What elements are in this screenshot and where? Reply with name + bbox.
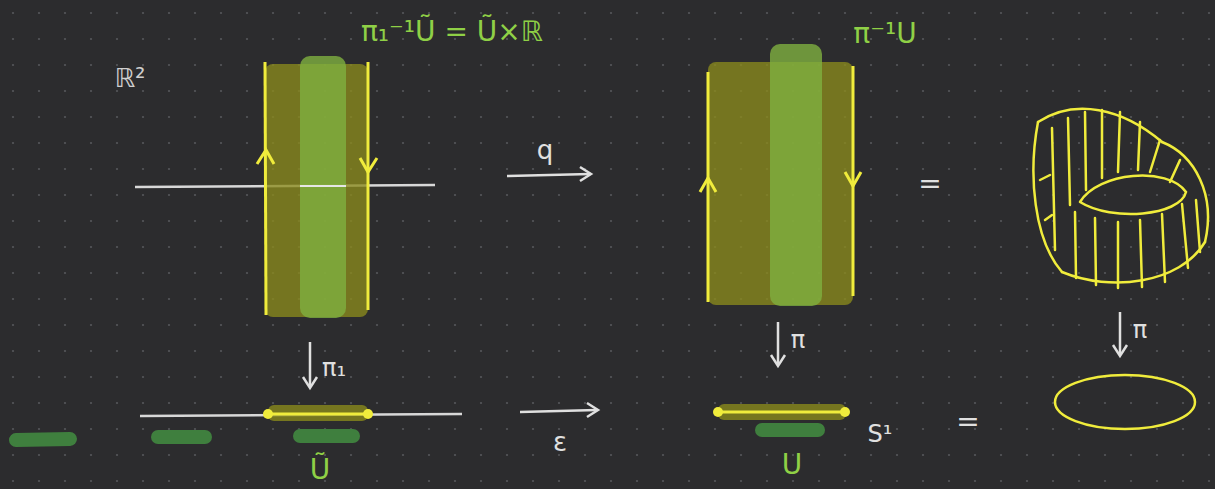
circle-s1	[1055, 375, 1195, 429]
region-label: U	[782, 451, 803, 479]
region-label: Ũ	[310, 456, 331, 484]
mobius-band	[1033, 109, 1207, 288]
real-line	[16, 405, 462, 440]
covering-arrow	[520, 403, 598, 417]
projection-arrow	[771, 322, 785, 366]
equals-sign: =	[918, 170, 941, 198]
space-label: S¹	[868, 422, 893, 446]
map-label: ε	[553, 429, 567, 455]
map-label: π	[1133, 318, 1147, 342]
mobius-strip-flat	[700, 44, 861, 306]
map-label: π	[791, 328, 805, 352]
projection-arrow	[303, 342, 317, 388]
projection-arrow	[1113, 312, 1127, 356]
quotient-arrow	[507, 167, 591, 181]
space-label: ℝ²	[114, 65, 145, 91]
plane-strip	[135, 56, 435, 318]
map-label: π₁	[322, 356, 346, 380]
region-label: π⁻¹U	[853, 20, 916, 48]
equals-sign: =	[956, 408, 979, 436]
map-label: q	[537, 137, 554, 163]
circle-segment	[713, 404, 850, 430]
region-label: π₁⁻¹Ũ = Ũ×ℝ	[361, 18, 543, 46]
